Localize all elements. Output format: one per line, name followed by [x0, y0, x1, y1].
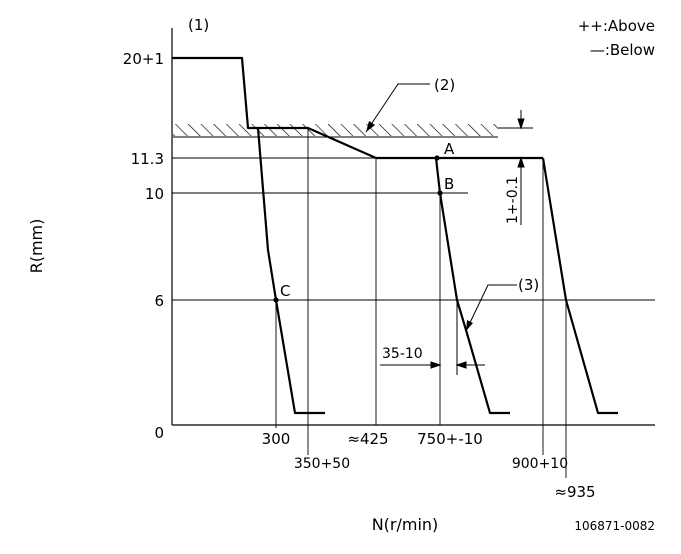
document-code: 106871-0082: [574, 519, 655, 533]
horizontal-reference-lines: [172, 157, 655, 301]
leader-2-arrowhead: [366, 121, 375, 132]
x-tick-900: 900+10: [512, 456, 568, 472]
y-axis-label: R(mm): [27, 219, 46, 274]
leader-3-arrowhead: [466, 320, 473, 331]
x-axis-label: N(r/min): [372, 515, 439, 534]
x-tick-750: 750+-10: [417, 430, 483, 448]
y-tick-11-3: 11.3: [131, 150, 164, 168]
x-tick-350: 350+50: [294, 456, 350, 472]
legend-below: —:Below: [590, 41, 655, 59]
y-tick-20: 20+1: [123, 50, 164, 68]
stopper-hatch: [173, 124, 533, 138]
vertical-reference-lines: [275, 128, 567, 478]
point-c-label: C: [280, 282, 290, 300]
axes: [171, 28, 655, 426]
rack-tolerance-label: 1+-0.1: [505, 176, 521, 224]
note-number: (1): [188, 16, 209, 34]
y-tick-10: 10: [145, 185, 164, 203]
leader-lines: [365, 83, 517, 332]
x-tick-300: 300: [262, 430, 291, 448]
point-a-label: A: [444, 140, 455, 158]
measurement-points: [273, 155, 443, 303]
speed-dimension: [380, 300, 485, 375]
point-a-marker: [434, 155, 440, 161]
rack-dimension: [517, 110, 525, 225]
x-tick-425: ≈425: [347, 430, 388, 448]
y-tick-6: 6: [154, 292, 164, 310]
point-b-label: B: [444, 175, 454, 193]
speed-tolerance-label: 35-10: [382, 346, 423, 362]
legend-above: ++:Above: [578, 17, 655, 35]
point-b-marker: [437, 190, 443, 196]
y-tick-0: 0: [154, 424, 164, 442]
x-tick-935: ≈935: [554, 483, 595, 501]
callout-2-label: (2): [434, 76, 455, 94]
callout-3-label: (3): [518, 276, 539, 294]
point-c-marker: [273, 297, 279, 303]
